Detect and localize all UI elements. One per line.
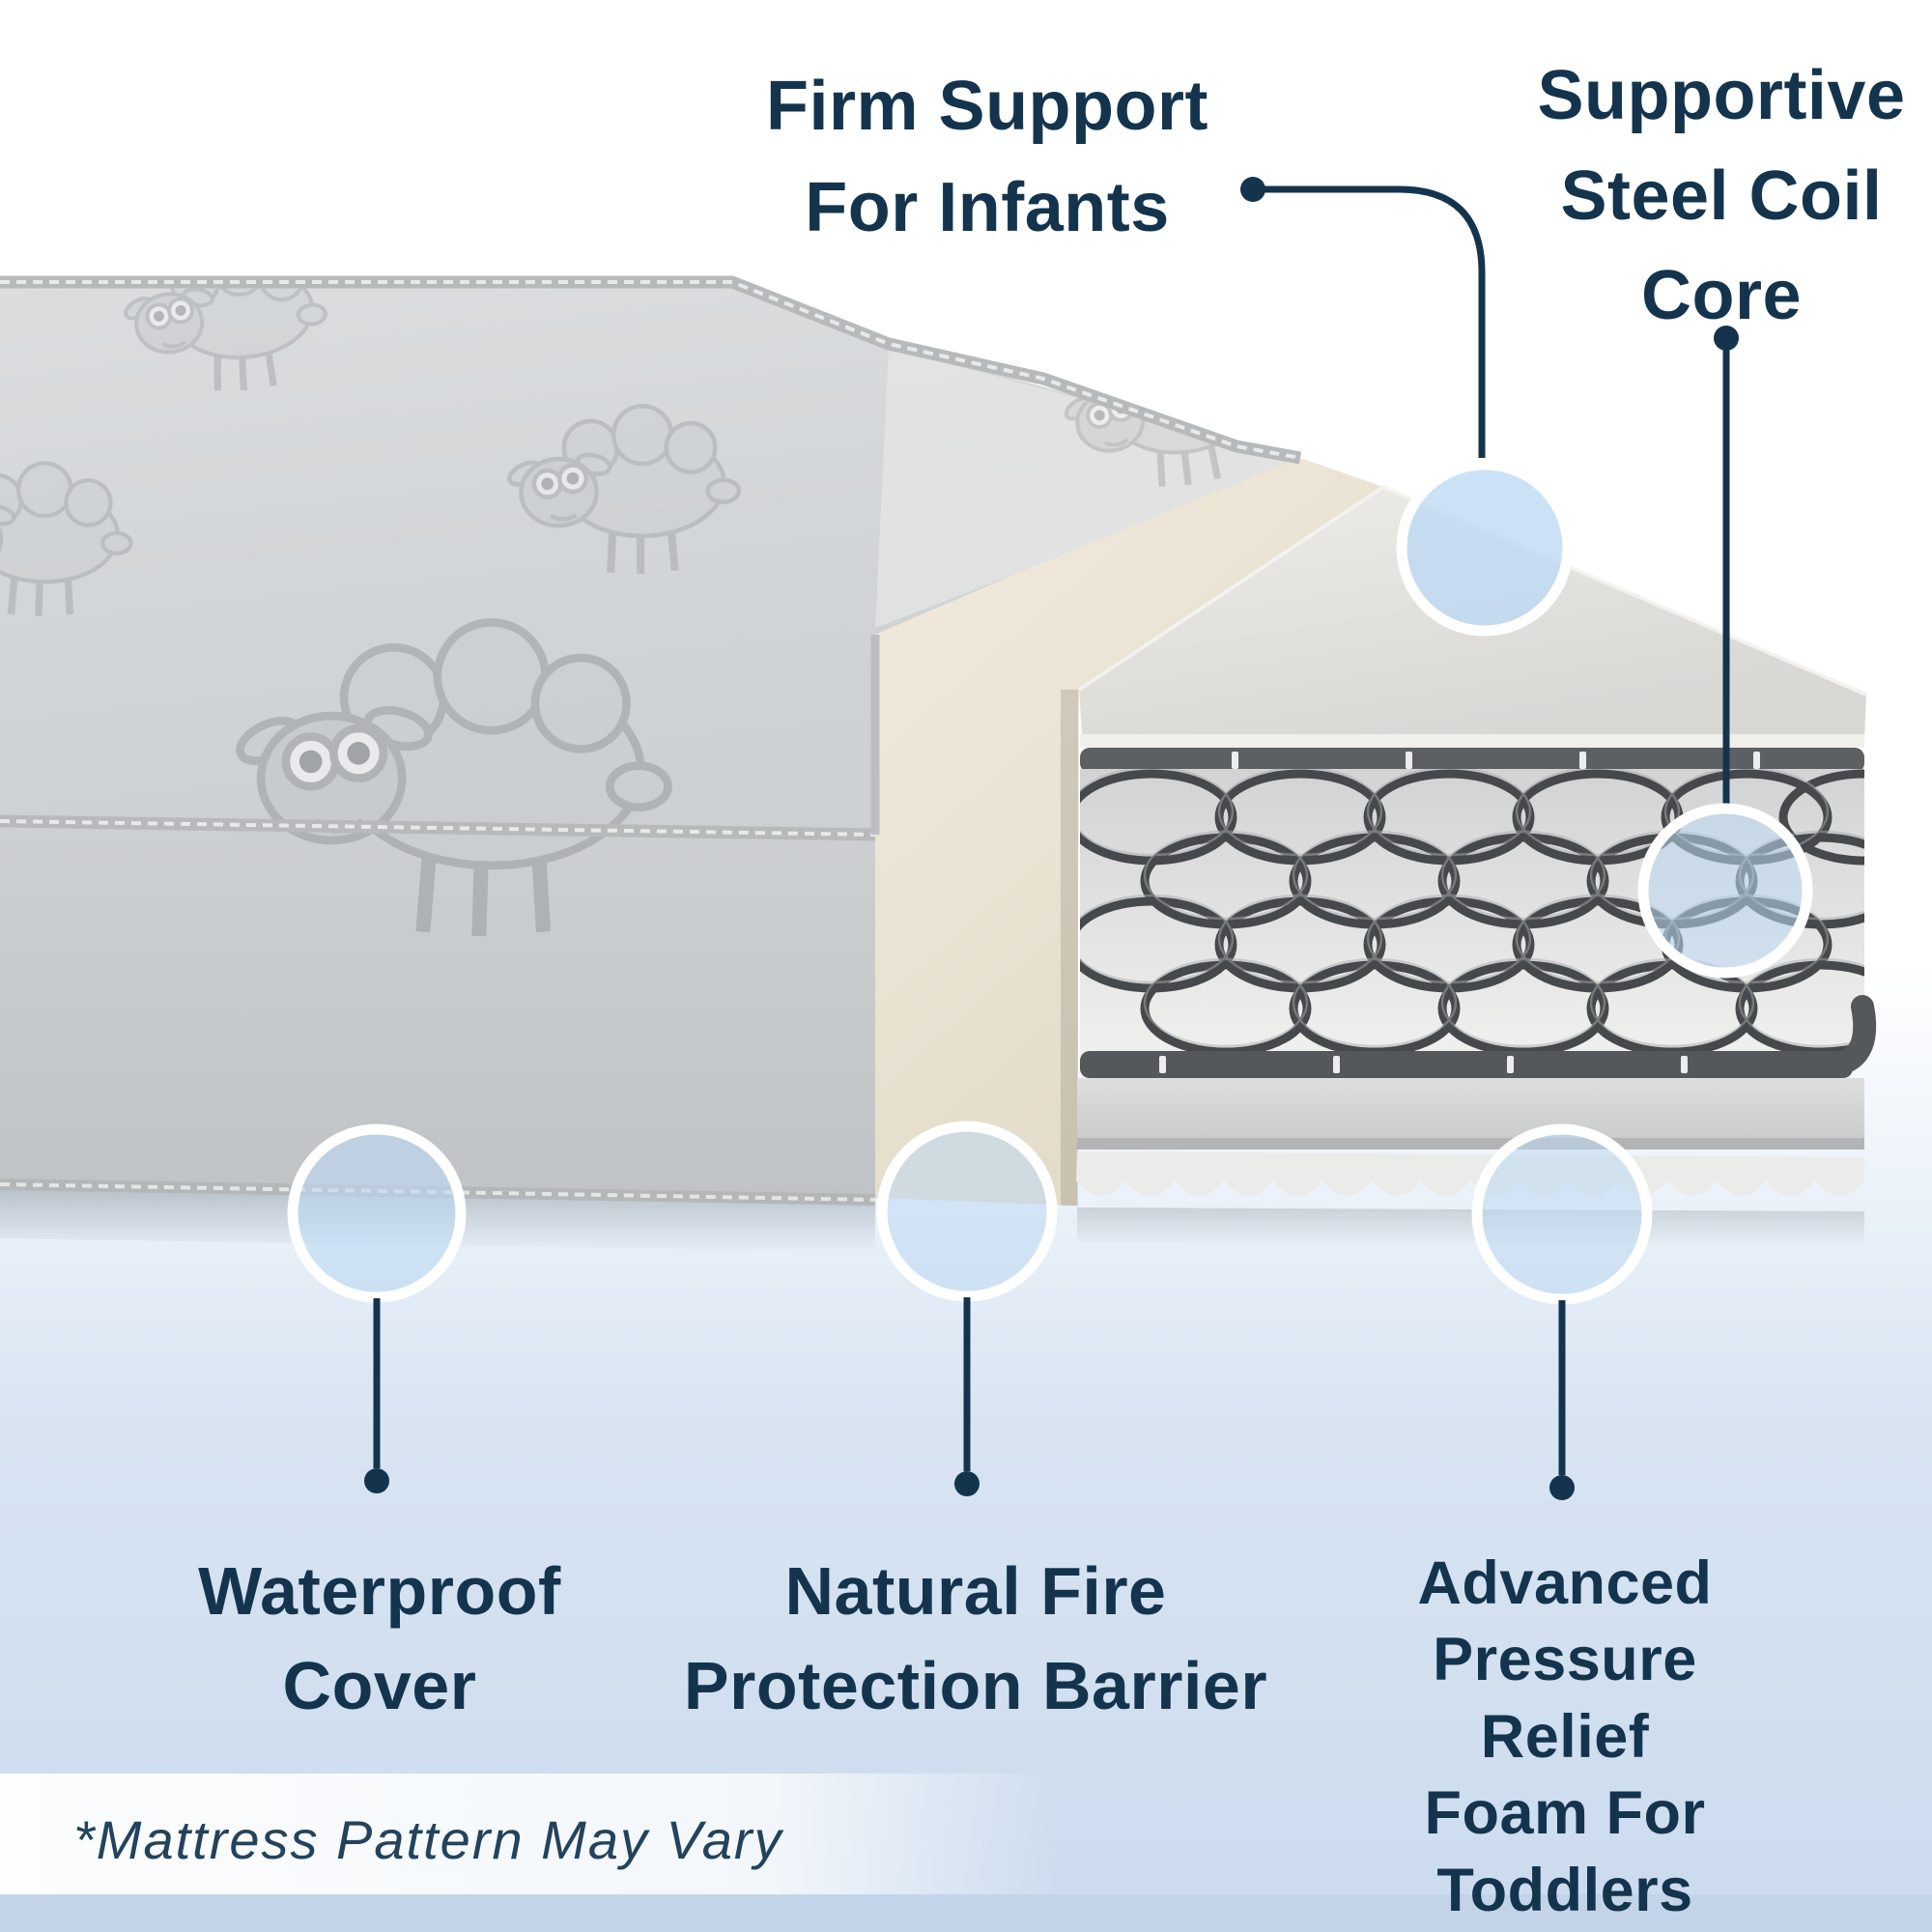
- cover-underside-layer: [875, 348, 1300, 628]
- mattress-front-fabric: [0, 821, 875, 1200]
- callout-label-waterproof-cover: Waterproof Cover: [198, 1553, 561, 1723]
- callout-label-pressure-foam: Advanced Pressure Relief Foam For Toddle…: [1417, 1549, 1713, 1924]
- frame-rail-top: [1080, 748, 1864, 773]
- mattress-cutaway: [0, 275, 1877, 1252]
- foam-front-edge: [1080, 734, 1864, 748]
- callout-label-firm-support: Firm Support For Infants: [766, 68, 1208, 247]
- foam-ridge-highlight: [1077, 484, 1867, 696]
- callout-label-fire-barrier: Natural Fire Protection Barrier: [683, 1553, 1268, 1723]
- callout-circle-steel-coil: [1637, 803, 1813, 979]
- disclaimer-band: [0, 1774, 1058, 1894]
- callout-dot-fire-barrier: [954, 1471, 980, 1496]
- fire-barrier-layer: [875, 458, 1383, 1206]
- callout-circle-fire-barrier: [876, 1121, 1058, 1302]
- frame-rail-bottom: [1080, 995, 1877, 1078]
- callout-graphics: [287, 177, 1813, 1500]
- base-slab: [1077, 1078, 1864, 1140]
- callout-dot-firm-support: [1240, 177, 1265, 202]
- fire-barrier-inner-shadow: [1061, 690, 1078, 1206]
- base-seam: [1077, 1138, 1864, 1150]
- callout-line-firm-support: [1253, 185, 1486, 458]
- callout-label-steel-coil-core: Supportive Steel Coil Core: [1537, 57, 1906, 335]
- callout-dot-steel-coil: [1714, 326, 1739, 351]
- base-shadow: [1077, 1208, 1864, 1246]
- callout-dot-pressure-foam: [1549, 1475, 1575, 1500]
- base-foam-wavy: [1076, 1151, 1864, 1196]
- callout-dot-waterproof: [364, 1468, 389, 1493]
- callout-circle-pressure-foam: [1471, 1123, 1653, 1305]
- bottom-strip: [0, 1894, 1932, 1932]
- callout-circle-foam-top: [1396, 459, 1574, 637]
- callout-circle-waterproof: [287, 1123, 467, 1303]
- pattern-disclaimer: *Mattress Pattern May Vary: [73, 1809, 783, 1870]
